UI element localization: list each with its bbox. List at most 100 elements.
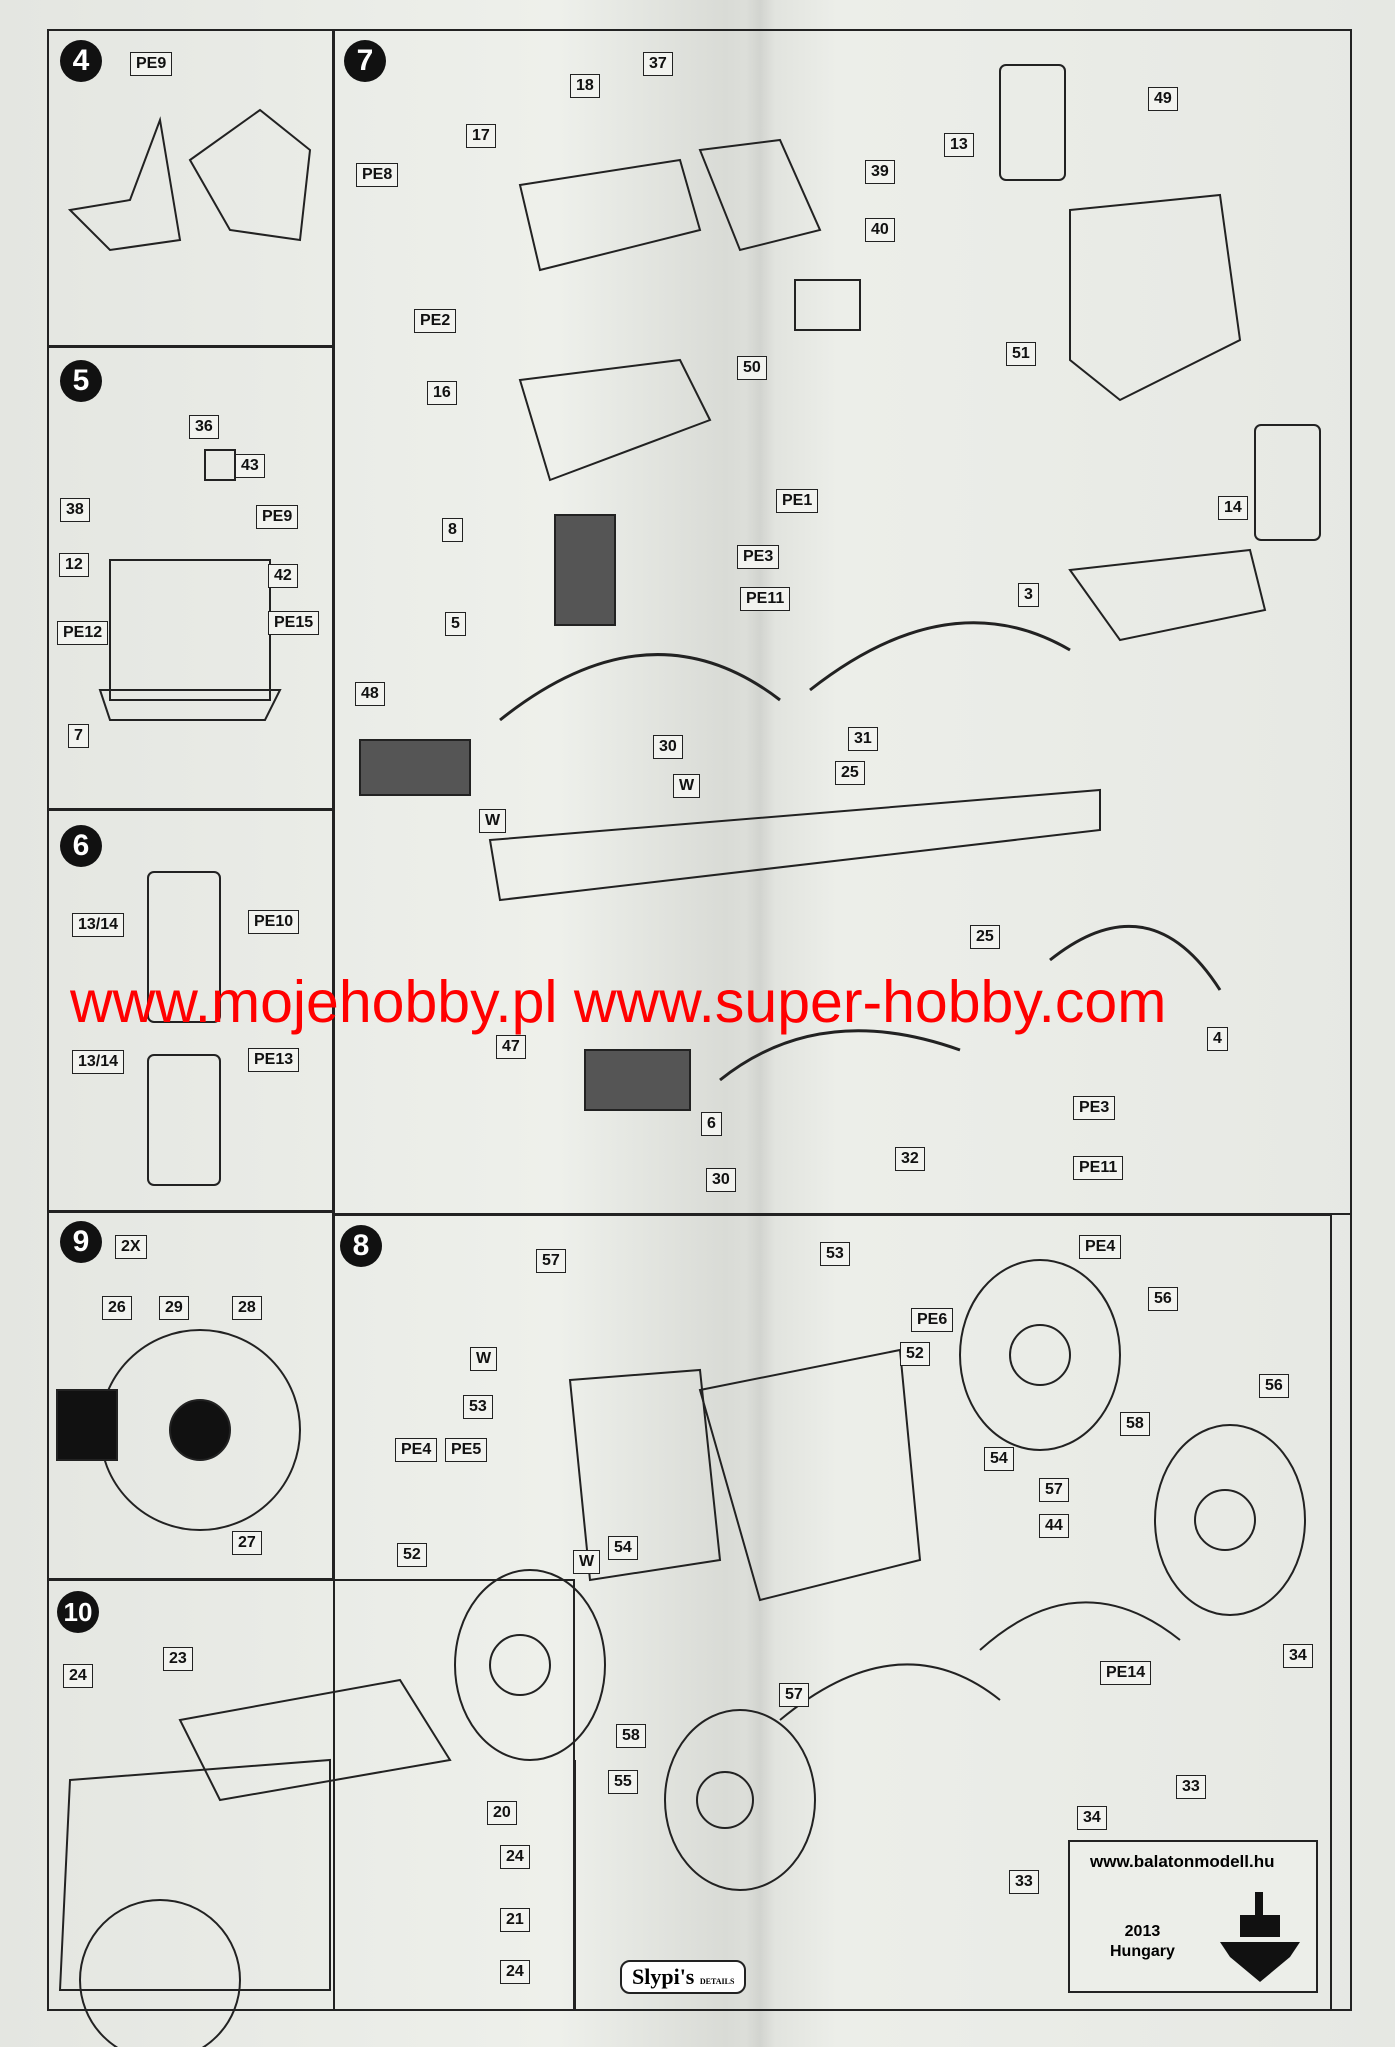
part-label-s7: PE1 [776, 489, 819, 513]
part-label-s7: 14 [1218, 496, 1248, 520]
part-label-s6: 13/14 [72, 1050, 125, 1074]
tire-part [1154, 1424, 1306, 1616]
part-label-s7: 18 [570, 74, 600, 98]
door-part [147, 871, 221, 1023]
tractor-cab [698, 1348, 922, 1602]
door-part [999, 64, 1066, 181]
part-label-s5: PE15 [268, 611, 320, 635]
bracket-part [188, 108, 312, 242]
part-label-s5: 7 [68, 724, 89, 748]
step-7-number: 7 [344, 40, 386, 82]
grille-part [584, 1049, 691, 1111]
part-label-s5: 43 [235, 454, 265, 478]
part-label-s8: 52 [397, 1543, 427, 1567]
part-label-s7: 13 [944, 133, 974, 157]
part-label-s7: PE11 [740, 587, 791, 611]
step-8-number: 8 [340, 1225, 382, 1267]
part-label-s7: 30 [653, 735, 683, 759]
part-label-s7: 16 [427, 381, 457, 405]
part-label-s7: 37 [643, 52, 673, 76]
brand-sub: DETAILS [699, 1977, 735, 1986]
brand-name: Slypi's [632, 1964, 695, 1989]
part-label-s7: 30 [706, 1168, 736, 1192]
part-label-s9: 29 [159, 1296, 189, 1320]
part-label-s7: 48 [355, 682, 385, 706]
brand-logo: Slypi's DETAILS [620, 1960, 747, 1994]
part-label-s8: 57 [536, 1249, 566, 1273]
fender-part [809, 621, 1071, 692]
part-label-s8: 58 [1120, 1412, 1150, 1436]
part-label-s7: 40 [865, 218, 895, 242]
part-label-s10: 24 [500, 1960, 530, 1984]
part-label-s10: 24 [63, 1664, 93, 1688]
part-label-s8: 53 [820, 1242, 850, 1266]
grille-part [359, 739, 471, 796]
part-label-s7: W [479, 809, 507, 833]
tire-part [959, 1259, 1121, 1451]
part-label-s9: 28 [232, 1296, 262, 1320]
part-label-s8: 52 [900, 1342, 930, 1366]
step-7-panel [333, 29, 1352, 1215]
step-8-panel [333, 1214, 1332, 2011]
roof-frame [178, 1678, 452, 1802]
part-label-s9: 27 [232, 1531, 262, 1555]
tractor-hood [568, 1368, 722, 1582]
step-6-number: 6 [60, 825, 102, 867]
part-label-s6: PE10 [248, 910, 300, 934]
watermark-text: www.mojehobby.pl www.super-hobby.com [70, 969, 1167, 1035]
part-label-s7: 6 [701, 1112, 722, 1136]
part-label-s8: 33 [1009, 1870, 1039, 1894]
cab-floor [98, 689, 282, 721]
part-label-s9: 2X [115, 1235, 147, 1259]
fuel-tank-part [698, 138, 822, 252]
part-label-s6: PE13 [248, 1048, 300, 1072]
part-label-s7: 4 [1207, 1027, 1228, 1051]
part-label-s6: 13/14 [72, 913, 125, 937]
part-label-s7: 31 [848, 727, 878, 751]
part-label-s8: 34 [1077, 1806, 1107, 1830]
step-9-panel [47, 1211, 334, 1580]
part-label-s7: 3 [1018, 583, 1039, 607]
part-50 [794, 279, 861, 331]
part-label-s9: 26 [102, 1296, 132, 1320]
fender-part [1049, 924, 1222, 991]
tire-part [664, 1709, 816, 1891]
part-label-s8: W [573, 1550, 601, 1574]
part-label-s8: PE5 [445, 1438, 488, 1462]
part-label-s7: W [673, 774, 701, 798]
balaton-logo [1220, 1892, 1300, 1982]
door-part [1254, 424, 1321, 541]
part-label-s7: 25 [970, 925, 1000, 949]
part-label-s8: W [470, 1347, 498, 1371]
radiator-part [554, 514, 616, 626]
radiator-housing [518, 358, 712, 482]
part-label-s10: 24 [500, 1845, 530, 1869]
part-label-s10: 23 [163, 1647, 193, 1671]
country: Hungary [1110, 1943, 1175, 1960]
part-label-s7: PE3 [737, 545, 780, 569]
publisher-box: www.balatonmodell.hu 2013 Hungary [1068, 1840, 1318, 1993]
step-9-number: 9 [60, 1221, 102, 1263]
part-label-s8: PE6 [911, 1308, 954, 1332]
part-label-s5: PE12 [57, 621, 109, 645]
part-label-s7: PE8 [356, 163, 399, 187]
part-label-s7: PE11 [1073, 1156, 1124, 1180]
part-label-s8: PE4 [395, 1438, 438, 1462]
chassis-frame [488, 788, 1101, 902]
year: 2013 [1124, 1923, 1161, 1940]
cab-outline [58, 1758, 331, 1991]
part-label-s8: 33 [1176, 1775, 1206, 1799]
fender-part [499, 653, 781, 722]
part-label-s7: PE2 [414, 309, 457, 333]
cab-part [1069, 193, 1242, 402]
step-4-number: 4 [60, 40, 102, 82]
part-label-s8: 54 [608, 1536, 638, 1560]
part-label-s5: 38 [60, 498, 90, 522]
part-label-s10: 21 [500, 1908, 530, 1932]
publisher-info: 2013 Hungary [1110, 1922, 1175, 1962]
part-label-s8: 57 [1039, 1478, 1069, 1502]
cab-floor-part [1068, 548, 1267, 642]
step-5-number: 5 [60, 360, 102, 402]
part-label-s7: 39 [865, 160, 895, 184]
